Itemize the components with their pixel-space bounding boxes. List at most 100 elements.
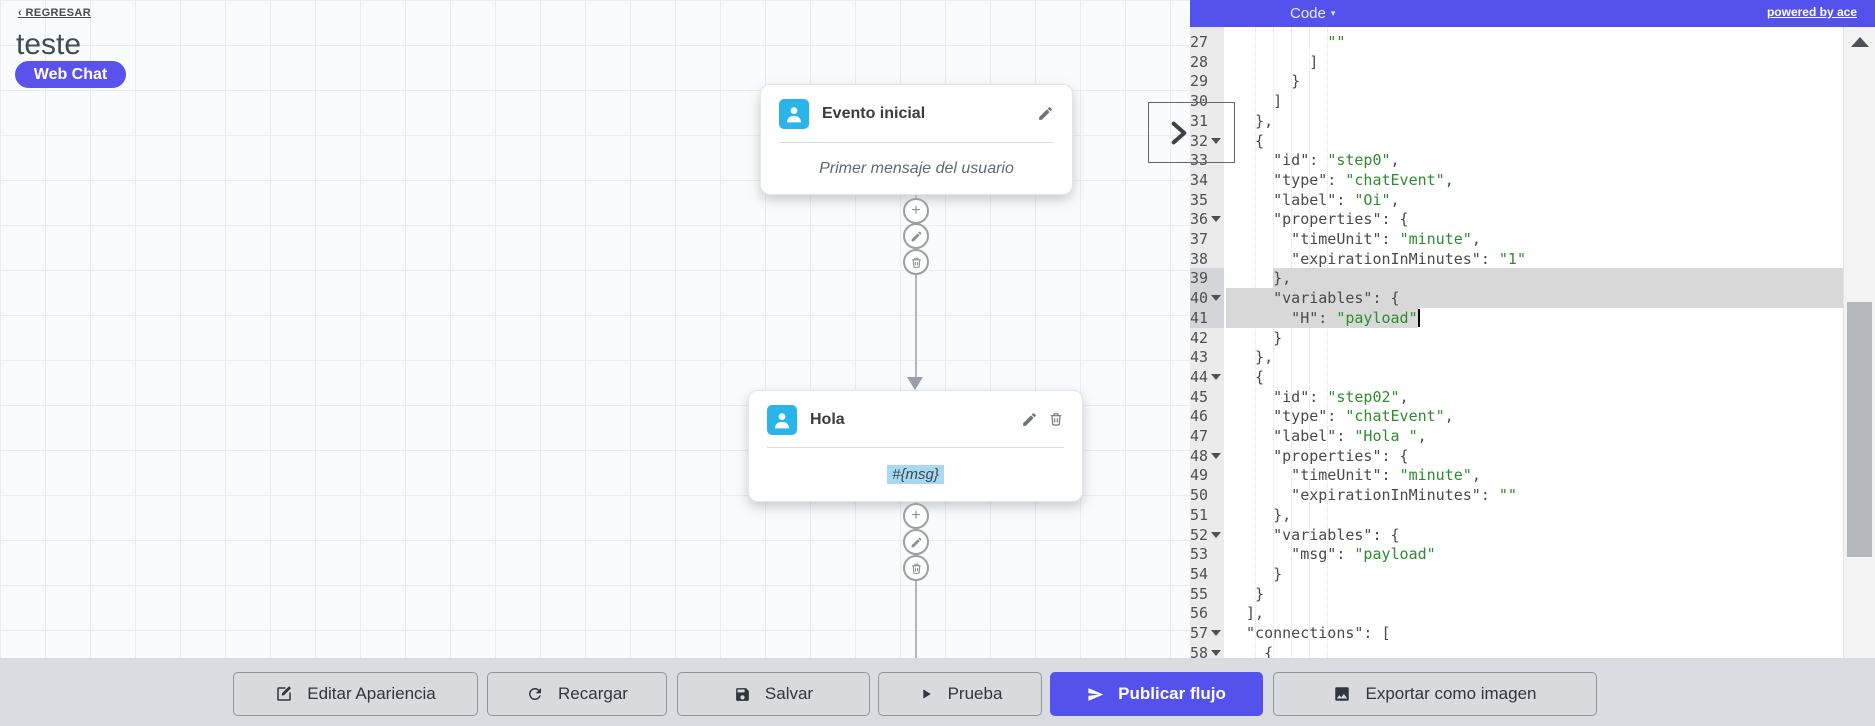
node-message-text: Primer mensaje del usuario [819, 159, 1014, 177]
publish-flow-button[interactable]: Publicar flujo [1050, 672, 1263, 716]
line-number[interactable]: 40 [1190, 288, 1224, 309]
fold-arrow-icon[interactable] [1211, 373, 1221, 380]
line-number[interactable]: 52 [1190, 525, 1224, 545]
line-number[interactable]: 48 [1190, 446, 1224, 466]
line-number[interactable]: 34 [1190, 170, 1209, 189]
line-number[interactable]: 54 [1190, 564, 1209, 583]
powered-by-ace-link[interactable]: powered by ace [1766, 5, 1857, 19]
line-number[interactable]: 38 [1190, 249, 1209, 268]
delete-connection-button[interactable] [903, 249, 929, 275]
edit-node-icon[interactable] [1037, 105, 1054, 122]
code-line: "label": "Oi", [1237, 190, 1400, 209]
fold-arrow-icon[interactable] [1211, 649, 1221, 656]
code-line: "timeUnit": "minute", [1237, 230, 1481, 248]
scroll-up-arrow-icon[interactable] [1851, 37, 1869, 47]
line-number[interactable]: 43 [1190, 348, 1209, 367]
line-number[interactable]: 55 [1190, 584, 1209, 603]
fold-arrow-icon[interactable] [1211, 630, 1221, 636]
line-number[interactable]: 29 [1190, 72, 1209, 91]
add-step-button[interactable]: + [903, 198, 929, 224]
line-number[interactable]: 51 [1190, 505, 1209, 524]
line-number[interactable]: 56 [1190, 604, 1209, 623]
image-icon [1335, 687, 1350, 701]
test-button[interactable]: Prueba [878, 672, 1042, 716]
delete-node-icon[interactable] [1048, 411, 1064, 428]
fold-arrow-icon[interactable] [1211, 216, 1221, 223]
fold-arrow-icon[interactable] [1211, 531, 1221, 538]
edit-connection-button[interactable] [903, 223, 929, 249]
add-step-button[interactable]: + [903, 503, 929, 529]
line-number[interactable]: 37 [1190, 230, 1209, 248]
code-line: { [1237, 131, 1265, 150]
code-line: { [1237, 643, 1274, 658]
fold-arrow-icon[interactable] [1211, 452, 1221, 459]
reload-button[interactable]: Recargar [487, 672, 667, 716]
line-number[interactable]: 49 [1190, 466, 1209, 485]
code-line: "label": "Hola ", [1237, 427, 1427, 445]
code-scrollbar[interactable] [1843, 27, 1875, 658]
line-number[interactable]: 27 [1190, 33, 1209, 51]
line-number[interactable]: 28 [1190, 52, 1209, 71]
fold-arrow-icon[interactable] [1211, 295, 1221, 302]
chevron-down-icon: ▾ [1330, 8, 1336, 18]
code-line: } [1237, 564, 1283, 583]
line-number[interactable]: 45 [1190, 387, 1209, 406]
line-number[interactable]: 47 [1190, 427, 1209, 445]
export-image-button[interactable]: Exportar como imagen [1273, 672, 1597, 716]
code-line: } [1237, 328, 1283, 347]
line-number[interactable]: 53 [1190, 545, 1209, 564]
line-number[interactable]: 36 [1190, 209, 1224, 229]
indent-guide [1273, 27, 1275, 658]
code-content[interactable]: "" ] } ] }, { "id": "step0", "type": "ch… [1224, 27, 1844, 658]
line-number[interactable]: 32 [1190, 131, 1224, 151]
node-evento-inicial[interactable]: Evento inicial Primer mensaje del usuari… [760, 84, 1073, 195]
edit-node-icon[interactable] [1021, 411, 1038, 428]
node-hola[interactable]: Hola #{msg} [748, 390, 1083, 502]
collapse-code-panel-button[interactable] [1148, 102, 1235, 163]
code-panel-header: Code▾ powered by ace [1190, 0, 1875, 27]
code-mode-dropdown[interactable]: Code▾ [1290, 5, 1336, 22]
code-line: "variables": { [1237, 525, 1400, 544]
line-number[interactable]: 46 [1190, 407, 1209, 426]
code-line: "variables": { [1237, 289, 1400, 308]
line-number[interactable]: 57 [1190, 623, 1224, 643]
line-number[interactable]: 44 [1190, 367, 1224, 387]
code-line: "timeUnit": "minute", [1237, 466, 1481, 485]
play-icon [922, 689, 931, 699]
line-number[interactable]: 42 [1190, 328, 1209, 347]
line-number[interactable]: 31 [1190, 111, 1209, 130]
line-number[interactable]: 33 [1190, 151, 1209, 170]
code-line: "expirationInMinutes": "" [1237, 486, 1517, 505]
code-line: "properties": { [1237, 446, 1409, 465]
refresh-icon [529, 688, 542, 700]
connector-arrow [907, 377, 923, 390]
line-number[interactable]: 30 [1190, 92, 1209, 111]
line-number[interactable]: 58 [1190, 643, 1224, 658]
node-message-variable: #{msg} [887, 465, 944, 484]
edit-appearance-button[interactable]: Editar Apariencia [233, 672, 478, 716]
chevron-right-icon [1171, 121, 1187, 145]
code-line: }, [1237, 505, 1292, 524]
node-header: Evento inicial [761, 85, 1072, 142]
line-number[interactable]: 50 [1190, 486, 1209, 505]
node-header: Hola [749, 391, 1082, 448]
line-number[interactable]: 39 [1190, 268, 1224, 289]
save-icon [736, 687, 749, 701]
fold-arrow-icon[interactable] [1211, 137, 1221, 144]
code-editor[interactable]: "" ] } ] }, { "id": "step0", "type": "ch… [1190, 27, 1875, 658]
save-button[interactable]: Salvar [677, 672, 870, 716]
indent-guide [1291, 27, 1293, 658]
code-line: "msg": "payload" [1237, 545, 1436, 564]
code-selection [1226, 288, 1844, 309]
line-number[interactable]: 41 [1190, 307, 1224, 328]
edit-connection-button[interactable] [903, 529, 929, 555]
code-line: "expirationInMinutes": "1" [1237, 249, 1526, 268]
back-link[interactable]: ‹ REGRESAR [18, 7, 92, 19]
bottom-toolbar: Editar Apariencia Recargar Salvar Prueba… [0, 658, 1875, 726]
scrollbar-thumb[interactable] [1847, 302, 1872, 557]
node-title: Evento inicial [822, 104, 926, 122]
code-line: } [1237, 584, 1265, 603]
code-line: ] [1237, 52, 1319, 71]
line-number[interactable]: 35 [1190, 190, 1209, 209]
delete-connection-button[interactable] [903, 555, 929, 581]
